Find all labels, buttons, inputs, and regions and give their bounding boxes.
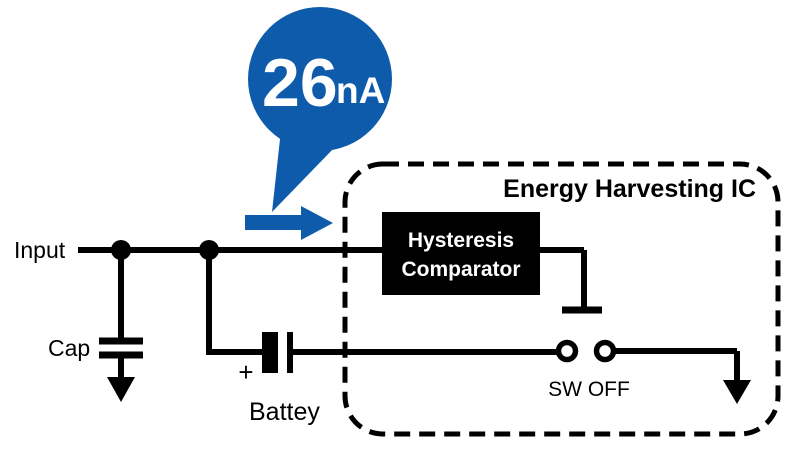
callout-unit: nA xyxy=(336,70,385,111)
switch-contact-right xyxy=(593,339,617,363)
cap-label: Cap xyxy=(48,335,90,361)
comparator-label-line2: Comparator xyxy=(401,258,520,281)
callout-value: 26 xyxy=(262,45,338,121)
output-ground-arrow-icon xyxy=(723,380,751,404)
ic-boundary-box xyxy=(342,161,781,437)
ic-title: Energy Harvesting IC xyxy=(503,175,756,203)
battery-branch-wire xyxy=(206,250,262,355)
current-flow-arrow-icon xyxy=(245,206,333,240)
switch-contact-left xyxy=(555,339,579,363)
battery-label: Battey xyxy=(249,398,320,426)
cap-ground-arrow-icon xyxy=(107,377,135,402)
switch-state-label: SW OFF xyxy=(548,378,630,401)
comparator-label-line1: Hysteresis xyxy=(408,229,514,252)
input-label: Input xyxy=(14,237,66,263)
callout-bubble xyxy=(248,7,392,151)
comparator-box xyxy=(382,212,540,295)
battery-polarity-label: + xyxy=(238,357,253,387)
battery-plate-thick xyxy=(262,332,278,373)
